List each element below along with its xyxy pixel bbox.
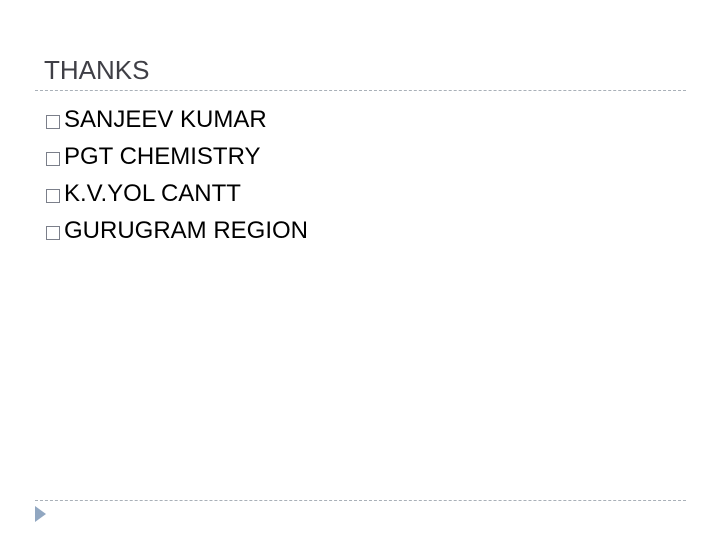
slide-title: THANKS [44, 55, 150, 85]
triangle-right-icon [35, 506, 46, 522]
hollow-square-bullet-icon [46, 114, 60, 129]
bullet-text: SANJEEV KUMAR [64, 105, 267, 133]
bullet-text: PGT CHEMISTRY [64, 142, 261, 170]
bullet-item-school: K.V.YOL CANTT [46, 175, 308, 212]
bullet-item-region: GURUGRAM REGION [46, 212, 308, 249]
top-dashed-divider [35, 90, 686, 91]
bullet-text: K.V.YOL CANTT [64, 179, 241, 207]
hollow-square-bullet-icon [46, 188, 60, 203]
bullet-text: GURUGRAM REGION [64, 216, 309, 244]
hollow-square-bullet-icon [46, 151, 60, 166]
hollow-square-bullet-icon [46, 225, 60, 240]
bullet-item-designation: PGT CHEMISTRY [46, 138, 308, 175]
bullet-item-name: SANJEEV KUMAR [46, 101, 308, 138]
bottom-dashed-divider [35, 500, 686, 501]
bullet-list: SANJEEV KUMAR PGT CHEMISTRY K.V.YOL CANT… [46, 101, 308, 249]
